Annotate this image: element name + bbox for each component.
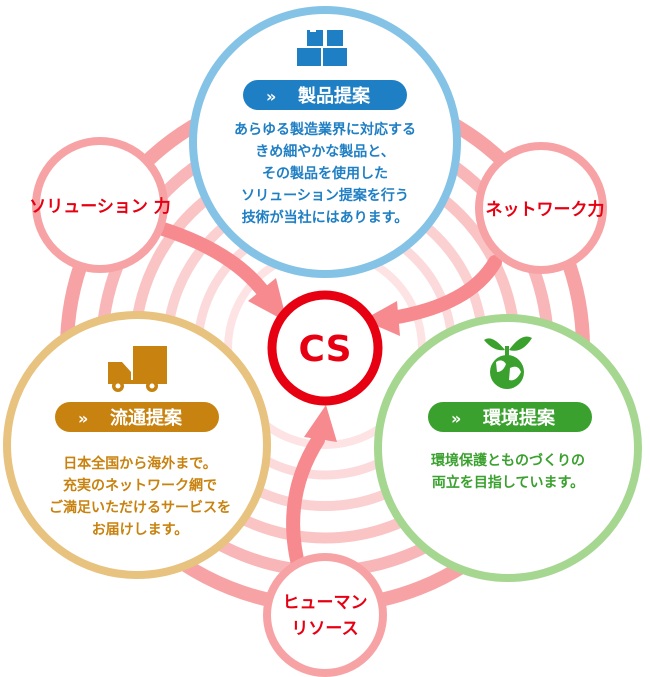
environment-line: 両立を目指しています。: [432, 474, 584, 491]
arrow-heads: [248, 278, 400, 442]
logistics-line: お届けします。: [92, 522, 189, 538]
logistics-section: » 流通提案 日本全国から海外まで。 充実のネットワーク網で ご満足いただけるサ…: [3, 311, 271, 579]
environment-badge-label: 環境提案: [483, 407, 556, 429]
node-human: ヒューマン リソース: [263, 553, 387, 677]
arrow-solution: [153, 221, 269, 297]
logistics-badge: [55, 402, 219, 432]
arrow-head-network: [363, 301, 400, 336]
product-line: ソリューション提案を行う: [241, 187, 409, 204]
boxes-icon: [297, 26, 347, 66]
environment-description: 環境保護とものづくりの 両立を目指しています。: [431, 452, 585, 491]
node-solution-circle: [32, 137, 168, 273]
arrow-head-human: [304, 405, 337, 442]
environment-line: 環境保護とものづくりの: [431, 452, 585, 469]
node-network-label: ネットワーク力: [486, 199, 605, 220]
product-description: あらゆる製造業界に対応する きめ細やかな製品と、 その製品を使用した ソリューシ…: [234, 121, 416, 226]
node-solution-label: ソリューション 力: [29, 196, 171, 217]
arrow-head-solution: [248, 278, 287, 322]
product-line: 技術が当社にはあります。: [242, 209, 409, 226]
product-section: » 製品提案 あらゆる製造業界に対応する きめ細やかな製品と、 その製品を使用し…: [189, 6, 461, 278]
node-human-label-line1: ヒューマン: [283, 593, 368, 613]
logistics-badge-label: 流通提案: [110, 407, 183, 429]
logistics-line: 日本全国から海外まで。: [63, 455, 216, 472]
arrow-network: [385, 255, 502, 325]
double-chevron-icon: »: [78, 409, 88, 428]
node-human-label-line2: リソース: [291, 619, 358, 639]
environment-circle: [374, 314, 642, 582]
product-badge-label: 製品提案: [297, 85, 371, 107]
product-line: きめ細やかな製品と、: [255, 143, 394, 160]
logistics-line: ご満足いただけるサービスを: [49, 499, 231, 516]
truck-icon: [108, 346, 167, 392]
center-cs-circle: [267, 290, 383, 406]
node-human-circle: [263, 553, 387, 677]
arrow-human: [286, 433, 325, 579]
arrows: [153, 221, 502, 579]
product-circle: [189, 6, 461, 278]
double-chevron-icon: »: [266, 87, 276, 106]
node-network: ネットワーク力: [475, 142, 607, 274]
product-badge: [243, 80, 407, 110]
environment-section: » 環境提案 環境保護とものづくりの 両立を目指しています。: [374, 314, 642, 582]
logistics-description: 日本全国から海外まで。 充実のネットワーク網で ご満足いただけるサービスを お届…: [49, 455, 231, 538]
product-line: あらゆる製造業界に対応する: [234, 121, 416, 138]
logistics-circle: [3, 311, 271, 579]
center-cs-label: CS: [298, 329, 351, 370]
double-chevron-icon: »: [451, 409, 461, 428]
environment-badge: [428, 402, 592, 432]
globe-sprout-icon: [484, 336, 532, 389]
node-solution: ソリューション 力: [29, 137, 171, 273]
node-network-circle: [475, 142, 607, 274]
product-line: その製品を使用した: [262, 165, 388, 182]
center-cs: CS: [267, 290, 383, 406]
logistics-line: 充実のネットワーク網で: [63, 477, 217, 494]
